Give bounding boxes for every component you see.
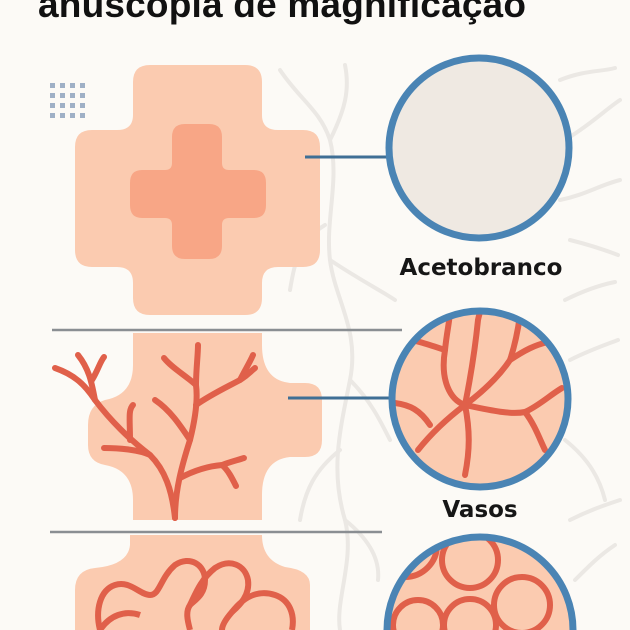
zoom-circle-vessels-bg (392, 311, 568, 487)
tissue-shape (75, 535, 310, 630)
label-acetowhite: Acetobranco (399, 255, 563, 281)
dot-grid-icon (50, 83, 85, 118)
looped-vessels (95, 558, 296, 630)
zoom-circle-vessels (388, 307, 572, 491)
label-vessels: Vasos (442, 497, 518, 523)
panel-loops (75, 533, 577, 630)
panel-vessels (52, 307, 572, 521)
acetowhite-lesion (130, 124, 266, 259)
branching-vessels (52, 342, 258, 521)
tissue-shape (88, 333, 322, 520)
zoom-circle-acetowhite (385, 54, 573, 242)
zoom-circle-loops (383, 533, 577, 630)
diagram-title: anuscopia de magnificação (38, 0, 527, 25)
panel-acetowhite (75, 54, 573, 315)
